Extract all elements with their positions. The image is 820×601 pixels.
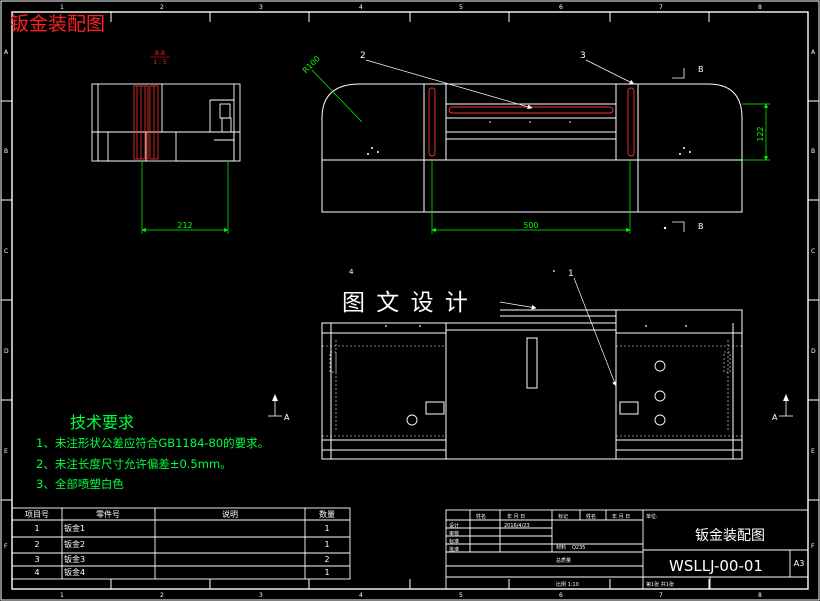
bom-table: 项目号 零件号 说明 数量 1 1 2 1 3 2 4 1 钣金1 钣金2 钣金…	[11, 507, 351, 580]
dim-122: 122	[756, 126, 765, 141]
zone-markers: 1 2 3 4 5 6 7 8 1 2 3 4 5 6 7 8 A B C D …	[1, 4, 819, 599]
zone-top-7: 7	[659, 4, 663, 11]
tech-item-3: 3、全部喷塑白色	[36, 477, 124, 491]
tb-head-unit: 单位:	[646, 513, 658, 520]
zone-left-b: B	[4, 148, 8, 155]
zone-top-1: 1	[60, 4, 64, 11]
section-mark-a-left: A	[284, 413, 290, 422]
zone-left-c: C	[4, 248, 8, 255]
bom-row-3-no: 3	[34, 555, 39, 564]
zone-bottom-3: 3	[259, 592, 263, 599]
zone-right-a: A	[811, 49, 816, 56]
zone-left-f: F	[4, 543, 8, 550]
zone-bottom-7: 7	[659, 592, 663, 599]
tech-item-1: 1、未注形状公差应符合GB1184-80的要求。	[36, 436, 269, 450]
tb-row-approve: 批准	[449, 546, 459, 553]
tech-item-2: 2、未注长度尺寸允许偏差±0.5mm。	[36, 457, 232, 471]
dim-radius: R100	[301, 54, 322, 75]
bom-row-2-part: 钣金2	[64, 539, 85, 549]
zone-top-6: 6	[559, 4, 563, 11]
bom-header-qty: 数量	[319, 509, 335, 519]
zone-bottom-5: 5	[459, 592, 463, 599]
zone-left-a: A	[4, 49, 9, 56]
watermark-text: 图 文 设 计	[342, 290, 470, 316]
tb-material-label: 材料	[556, 544, 566, 551]
bom-row-4-part: 钣金4	[64, 567, 85, 577]
tb-row-design: 设计	[449, 522, 459, 529]
tb-drawing-code: WSLLJ-00-01	[669, 557, 763, 575]
tb-head-date: 年 月 日	[507, 513, 525, 520]
zone-left-e: E	[4, 448, 8, 455]
section-mark-a-right: A	[772, 413, 778, 422]
zone-right-f: F	[811, 543, 815, 550]
section-mark-b-bottom: B	[698, 222, 704, 231]
dim-500: 500	[523, 221, 538, 230]
bom-row-4-no: 4	[34, 568, 39, 577]
tb-weight-label: 总质量	[556, 557, 571, 564]
section-view-bb: B-B 1 : 5	[91, 50, 241, 234]
tb-sheet-label: 第1张 共1张	[646, 581, 674, 588]
zone-bottom-8: 8	[758, 592, 762, 599]
tb-head-name: 姓名	[476, 513, 486, 520]
title-block: 姓名 年 月 日 标记 姓名 年 月 日 单位: 设计 审核 标准 批准 201…	[445, 509, 809, 590]
zone-bottom-4: 4	[359, 592, 363, 599]
tech-title: 技术要求	[70, 413, 134, 432]
balloon-3: 3	[580, 51, 586, 61]
tb-row-proc: 标准	[449, 538, 459, 545]
bom-row-3-qty: 2	[324, 555, 329, 564]
top-view: 4 1 A A	[268, 268, 793, 460]
zone-right-b: B	[811, 148, 815, 155]
zone-right-e: E	[811, 448, 815, 455]
front-view: R100 122 500 2 3 B B	[301, 51, 770, 234]
bom-row-2-no: 2	[34, 540, 39, 549]
zone-top-3: 3	[259, 4, 263, 11]
tb-sheet-size: A3	[794, 559, 805, 568]
zone-top-8: 8	[758, 4, 762, 11]
dim-212: 212	[177, 221, 192, 230]
tech-requirements: 技术要求 1、未注形状公差应符合GB1184-80的要求。 2、未注长度尺寸允许…	[36, 413, 269, 491]
zone-right-d: D	[811, 348, 816, 355]
tb-ratio-label: 比例 1:10	[556, 581, 579, 588]
bom-row-1-qty: 1	[324, 524, 329, 533]
zone-right-c: C	[811, 248, 815, 255]
zone-left-d: D	[4, 348, 9, 355]
bom-row-3-part: 钣金3	[64, 554, 85, 564]
bom-row-2-qty: 1	[324, 540, 329, 549]
tb-row-check: 审核	[449, 530, 459, 537]
section-label: B-B	[155, 50, 165, 57]
tb-date: 2016/4/23	[504, 523, 530, 529]
bom-header-desc: 说明	[222, 509, 238, 519]
bom-row-1-part: 钣金1	[64, 523, 85, 533]
tb-head-name2: 姓名	[586, 513, 596, 520]
bom-header-no: 项目号	[25, 510, 49, 519]
section-scale: 1 : 5	[153, 59, 167, 66]
balloon-1: 1	[568, 269, 574, 279]
header-title: 钣金装配图	[10, 13, 105, 35]
tb-head-date2: 年 月 日	[612, 513, 630, 520]
tb-drawing-name: 钣金装配图	[695, 528, 765, 544]
balloon-2: 2	[360, 51, 366, 61]
balloon-4: 4	[349, 268, 354, 276]
tb-head-sign: 标记	[558, 513, 568, 520]
zone-top-2: 2	[160, 4, 164, 11]
zone-bottom-2: 2	[160, 592, 164, 599]
zone-bottom-1: 1	[60, 592, 64, 599]
zone-top-4: 4	[359, 4, 363, 11]
zone-top-5: 5	[459, 4, 463, 11]
zone-bottom-6: 6	[559, 592, 563, 599]
bom-row-4-qty: 1	[324, 568, 329, 577]
bom-header-part: 零件号	[96, 509, 120, 519]
tb-material: Q235	[572, 545, 585, 551]
bom-row-1-no: 1	[34, 524, 39, 533]
section-mark-b-top: B	[698, 65, 704, 74]
